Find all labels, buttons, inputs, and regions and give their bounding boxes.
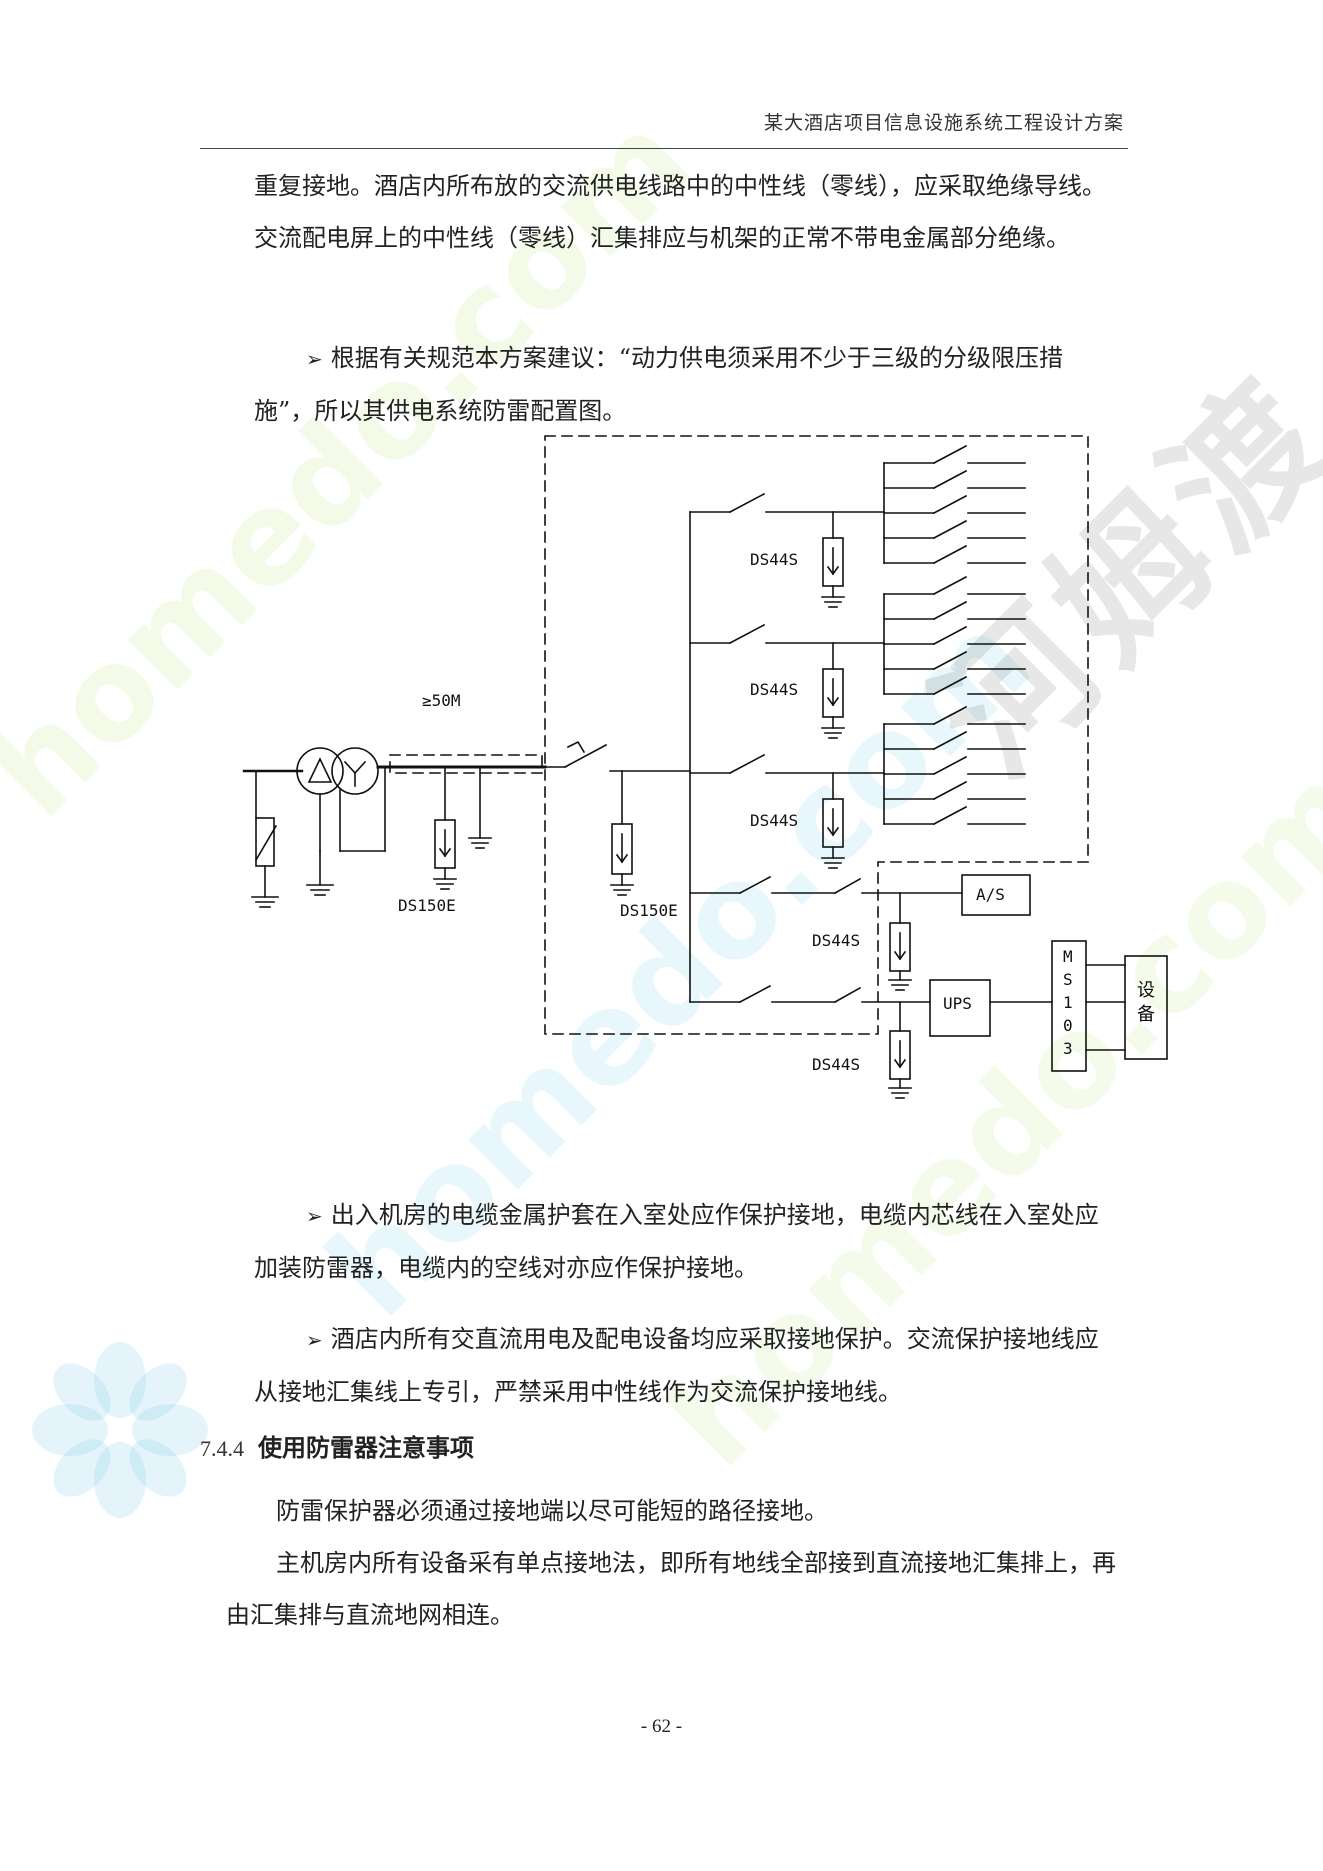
equipment-label-1: 设 [1137,980,1155,1001]
bullet-arrow-icon: ➢ [306,1204,323,1228]
lightning-protection-diagram: ≥50M DS150E DS150E DS44S DS44S DS44S DS4… [242,435,1168,1099]
ms103-label-m: M [1063,947,1073,966]
paragraph-equipment-grounding: ➢酒店内所有交直流用电及配电设备均应采取接地保护。交流保护接地线应从接地汇集线上… [254,1313,1122,1418]
main-breaker [563,743,608,769]
paragraph-grounding: 重复接地。酒店内所布放的交流供电线路中的中性线（零线），应采取绝缘导线。交流配电… [254,172,1106,252]
paragraph-arrester-ground-path: 防雷保护器必须通过接地端以尽可能短的路径接地。 [276,1497,828,1525]
equipment-box [1124,955,1168,1060]
ds44s-2-label: DS44S [750,680,798,699]
ds44s-3-label: DS44S [750,811,798,830]
section-number: 7.4.4 [200,1436,244,1461]
cable-shield-boundary [389,754,543,774]
ms103-label-1: 1 [1063,993,1073,1012]
cable-length-label: ≥50M [422,691,461,710]
page-header: 某大酒店项目信息设施系统工程设计方案 [200,104,1128,149]
as-box [961,874,1031,916]
ms103-label-s: S [1063,970,1073,989]
page-number: - 62 - [640,1716,683,1737]
ms103-label-0: 0 [1063,1016,1073,1035]
ms103-box [1051,940,1087,1072]
transformer-secondary [331,747,379,795]
section-heading: 7.4.4 使用防雷器注意事项 [200,1428,474,1469]
paragraph-cable-shield: ➢出入机房的电缆金属护套在入室处应作保护接地，电缆内芯线在入室处应加装防雷器，电… [254,1189,1122,1294]
hv-surge-arrester [255,817,275,867]
ds150e-right-label: DS150E [620,901,678,920]
transformer-primary [296,747,344,795]
header-title: 某大酒店项目信息设施系统工程设计方案 [763,112,1124,134]
paragraph-cable-shield-text: 出入机房的电缆金属护套在入室处应作保护接地，电缆内芯线在入室处应加装防雷器，电缆… [254,1201,1099,1282]
bullet-arrow-icon: ➢ [306,1328,323,1352]
ds44s-5-label: DS44S [812,1055,860,1074]
ms103-label-3: 3 [1063,1039,1073,1058]
paragraph-surge-proposal: ➢根据有关规范本方案建议：“动力供电须采用不少于三级的分级限压措施”，所以其供电… [254,332,1122,437]
as-label: A/S [976,885,1005,904]
paragraph-equipment-grounding-text: 酒店内所有交直流用电及配电设备均应采取接地保护。交流保护接地线应从接地汇集线上专… [254,1325,1099,1406]
paragraph-single-point-ground: 主机房内所有设备采有单点接地法，即所有地线全部接到直流接地汇集排上，再由汇集排与… [226,1549,1116,1629]
ds44s-4-label: DS44S [812,931,860,950]
ds44s-1-label: DS44S [750,550,798,569]
ups-box [929,979,991,1037]
ds150e-left-label: DS150E [398,896,456,915]
section-title: 使用防雷器注意事项 [258,1434,474,1462]
paragraph-surge-proposal-text: 根据有关规范本方案建议：“动力供电须采用不少于三级的分级限压措施”，所以其供电系… [254,344,1064,425]
equipment-label-2: 备 [1137,1004,1155,1025]
distribution-cabinet-boundary [544,435,1089,1035]
bullet-arrow-icon: ➢ [306,347,323,371]
watermark-flower-logo [32,1342,208,1518]
ups-label: UPS [943,994,972,1013]
